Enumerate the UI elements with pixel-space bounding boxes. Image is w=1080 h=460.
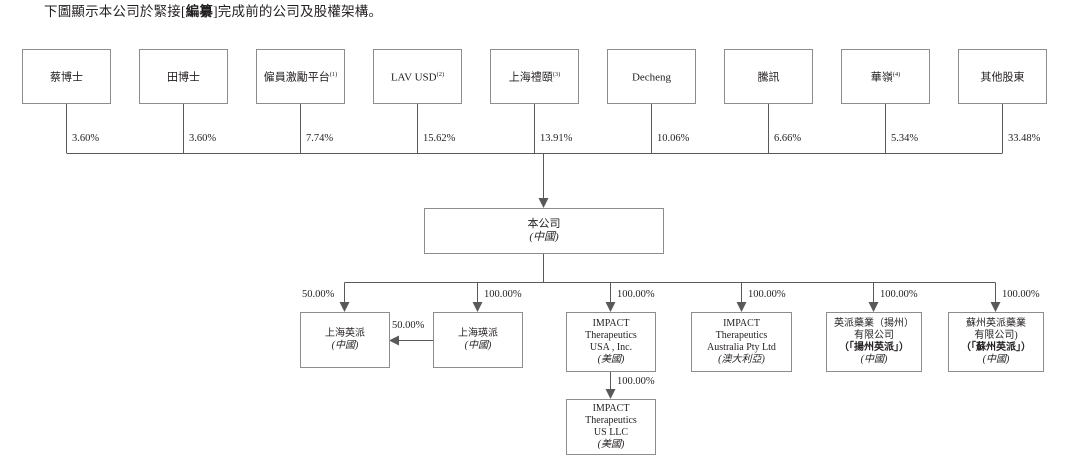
subsidiary-name-line: 上海英派 (325, 328, 365, 339)
subsidiary-name-line: Therapeutics (715, 330, 768, 341)
subsidiary-box-yangzhou-yingpai[interactable]: 英派藥業（揚州） 有限公司 （「揚州英派」） (中國) (826, 312, 922, 372)
subsidiary-box-suzhou-yingpai[interactable]: 蘇州英派藥業 有限公司) （「蘇州英派」） (中國) (948, 312, 1044, 372)
subsidiary-name-line: USA , Inc. (589, 342, 633, 353)
subsidiary-pct-shanghai-yingpai-alt: 100.00% (484, 289, 522, 300)
intro-text-after: ]完成前的公司及股權架構。 (213, 4, 383, 19)
arrowhead-impact-us-llc (605, 389, 616, 399)
shareholder-box-7[interactable]: 華嶺(4) (841, 49, 930, 104)
subsidiary-pct-shanghai-yingpai: 50.00% (302, 289, 335, 300)
company-box[interactable]: 本公司 (中國) (424, 208, 664, 254)
subsidiary-pct-suzhou-yingpai: 100.00% (1002, 289, 1040, 300)
shareholder-box-8[interactable]: 其他股東 (958, 49, 1047, 104)
subsidiary-name-line: Therapeutics (585, 415, 637, 426)
subsidiary-box-shanghai-yingpai[interactable]: 上海英派 (中國) (300, 312, 390, 368)
subsidiary-pct-impact-australia: 100.00% (748, 289, 786, 300)
shareholder-box-5[interactable]: Decheng (607, 49, 696, 104)
arrowhead-company (538, 198, 549, 208)
ownership-pct-0: 3.60% (72, 133, 100, 144)
shareholder-box-3[interactable]: LAV USD(2) (373, 49, 462, 104)
ownership-pct-7: 5.34% (891, 133, 919, 144)
subsidiary-short-name: （「蘇州英派」） (961, 342, 1031, 353)
shareholder-box-6[interactable]: 騰訊 (724, 49, 813, 104)
subsidiary-jurisdiction: (中國) (331, 340, 359, 351)
shareholder-box-0[interactable]: 蔡博士 (22, 49, 111, 104)
subsidiary-jurisdiction: (中國) (982, 354, 1010, 365)
subsidiary-box-shanghai-yingpai-alt[interactable]: 上海瑛派 (中國) (433, 312, 523, 368)
subsidiary-name-line: Therapeutics (585, 330, 637, 341)
subsidiary-box-impact-us-llc[interactable]: IMPACT Therapeutics US LLC (美國) (566, 399, 656, 455)
subsidiary-pct-impact-usa: 100.00% (617, 289, 655, 300)
shareholder-box-2[interactable]: 僱員激勵平台(1) (256, 49, 345, 104)
ownership-pct-1: 3.60% (189, 133, 217, 144)
subsidiary-name-line: Australia Pty Ltd (707, 342, 776, 353)
ownership-pct-2: 7.74% (306, 133, 334, 144)
company-name: 本公司 (527, 217, 561, 230)
shareholder-name-0: 蔡博士 (50, 71, 83, 84)
shareholder-name-7: 華嶺(4) (870, 70, 901, 84)
subsidiary-name-line: IMPACT (723, 318, 760, 329)
subsidiary-name-line: IMPACT (592, 318, 630, 329)
subsidiary-name-line: 有限公司) (974, 330, 1018, 341)
shareholder-box-1[interactable]: 田博士 (139, 49, 228, 104)
shareholder-name-6: 騰訊 (757, 71, 780, 84)
company-jurisdiction: (中國) (529, 231, 559, 243)
intro-text-before: 下圖顯示本公司於緊接[ (44, 4, 186, 19)
shareholder-name-4: 上海禮頤(3) (508, 70, 561, 84)
ownership-pct-4: 13.91% (540, 133, 573, 144)
subsidiary-box-impact-usa[interactable]: IMPACT Therapeutics USA , Inc. (美國) (566, 312, 656, 372)
shareholder-name-3: LAV USD(2) (390, 70, 445, 84)
subsidiary-jurisdiction: (澳大利亞) (718, 354, 765, 365)
intro-text-bold: 編纂 (185, 4, 214, 19)
shareholder-name-2: 僱員激勵平台(1) (263, 70, 338, 84)
subsidiary-name-line: US LLC (593, 427, 629, 438)
arrowhead-cross-link (389, 335, 399, 346)
ownership-pct-8: 33.48% (1008, 133, 1041, 144)
subsidiary-name-line: IMPACT (592, 403, 630, 414)
subsidiary-name-line: 英派藥業（揚州） (834, 318, 914, 329)
ownership-pct-3: 15.62% (423, 133, 456, 144)
intro-paragraph: 下圖顯示本公司於緊接[編纂]完成前的公司及股權架構。 (44, 2, 382, 22)
subsidiary-box-impact-australia[interactable]: IMPACT Therapeutics Australia Pty Ltd (澳… (691, 312, 792, 372)
subsidiary-jurisdiction: (中國) (464, 340, 492, 351)
subsidiary-name-line: 上海瑛派 (458, 328, 498, 339)
shareholder-name-1: 田博士 (167, 71, 200, 84)
ownership-pct-5: 10.06% (657, 133, 690, 144)
shareholder-name-8: 其他股東 (980, 71, 1025, 84)
subsidiary-short-name: （「揚州英派」） (839, 342, 909, 353)
subsidiary-pct-yangzhou-yingpai: 100.00% (880, 289, 918, 300)
subsidiary-jurisdiction: (中國) (860, 354, 888, 365)
cross-link-pct: 50.00% (392, 320, 425, 331)
subsidiary-name-line: 蘇州英派藥業 (966, 318, 1026, 329)
subsidiary-jurisdiction: (美國) (597, 439, 625, 450)
subsidiary-jurisdiction: (美國) (597, 354, 625, 365)
ownership-pct-6: 6.66% (774, 133, 802, 144)
grandchild-pct: 100.00% (617, 376, 655, 387)
shareholder-box-4[interactable]: 上海禮頤(3) (490, 49, 579, 104)
subsidiary-name-line: 有限公司 (854, 330, 894, 341)
shareholder-name-5: Decheng (631, 71, 672, 84)
